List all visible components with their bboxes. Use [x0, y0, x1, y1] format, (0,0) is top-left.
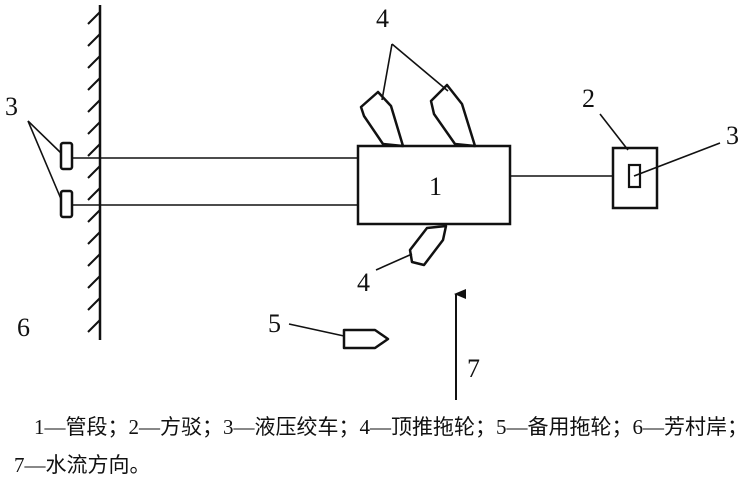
shore-hatching — [87, 11, 101, 333]
push-tug-top-right — [429, 83, 477, 148]
label-flow: 7 — [467, 354, 480, 383]
figure-caption: 1—管段；2—方驳；3—液压绞车；4—顶推拖轮；5—备用拖轮；6—芳村岸；7—水… — [14, 415, 748, 477]
winch-left-lower — [59, 189, 74, 219]
spare-tug — [342, 328, 390, 350]
label-square-barge: 2 — [582, 84, 595, 113]
cables-left — [72, 157, 358, 206]
label-push-tugs-top: 4 — [376, 4, 389, 33]
label-winch-right: 3 — [726, 121, 739, 150]
pipe-section — [356, 144, 512, 226]
label-pipe-section: 1 — [429, 172, 442, 201]
label-winch-left: 3 — [5, 92, 18, 121]
winch-left-upper — [59, 141, 74, 171]
label-shore: 6 — [17, 313, 30, 342]
leader-lines — [27, 43, 721, 337]
push-tug-bottom — [408, 224, 448, 267]
label-spare-tug: 5 — [268, 309, 281, 338]
label-push-tug-bottom: 4 — [357, 268, 370, 297]
push-tug-top-left — [359, 90, 405, 148]
